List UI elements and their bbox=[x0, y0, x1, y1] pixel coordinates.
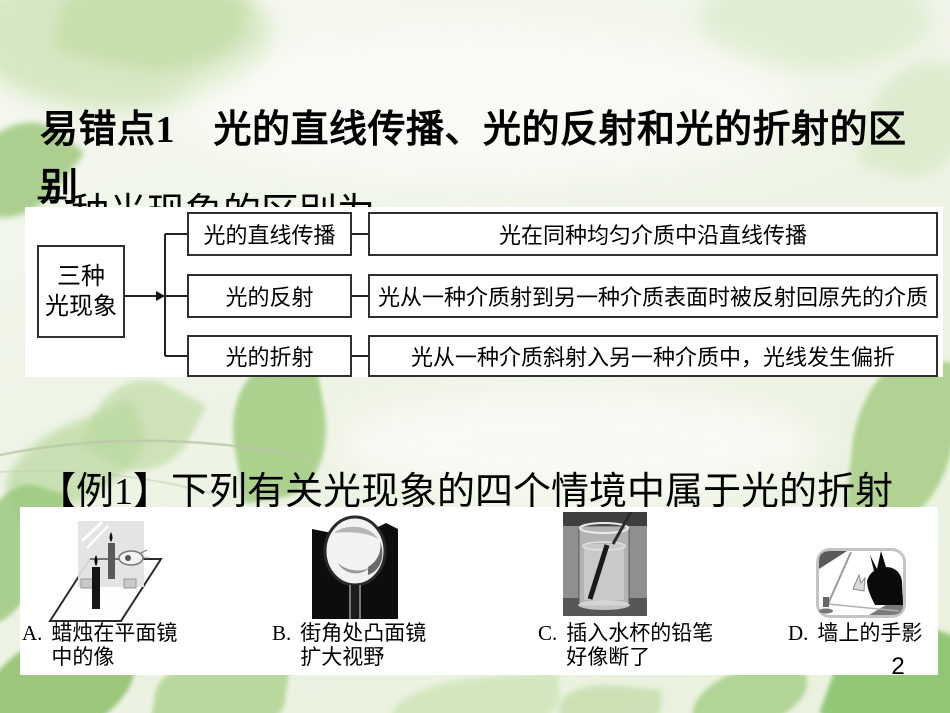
option-a-caption-line1: 蜡烛在平面镜 bbox=[51, 621, 178, 645]
flowchart-source-label: 三种 光现象 bbox=[45, 262, 117, 322]
flowchart-panel: 三种 光现象 光的直线传播 光的反射 光的折射 光在同种均匀介质中沿直线传播 光… bbox=[25, 207, 943, 377]
option-c-letter: C. bbox=[538, 621, 558, 645]
leaf-decoration bbox=[340, 390, 820, 500]
flowchart-source-line2: 光现象 bbox=[45, 293, 117, 320]
options-panel: A. 蜡烛在平面镜 中的像 B. 街角处凸面镜 扩大视野 C. 插入水杯的铅笔 … bbox=[20, 507, 938, 680]
option-a-caption-line2: 中的像 bbox=[51, 645, 115, 669]
option-b-caption-lines: 街角处凸面镜 扩大视野 bbox=[300, 621, 426, 669]
option-a-image bbox=[48, 520, 163, 622]
option-b-letter: B. bbox=[272, 621, 292, 645]
leaf-decoration bbox=[180, 30, 800, 180]
option-b-image bbox=[312, 515, 398, 619]
option-a-caption-lines: 蜡烛在平面镜 中的像 bbox=[51, 621, 177, 669]
option-c-caption-line2: 好像断了 bbox=[566, 645, 651, 669]
option-c-caption: C. 插入水杯的铅笔 好像断了 bbox=[538, 621, 713, 669]
option-a-letter: A. bbox=[22, 621, 43, 645]
option-b-caption-line2: 扩大视野 bbox=[300, 645, 385, 669]
flowchart-desc-3-box: 光从一种介质斜射入另一种介质中，光线发生偏折 bbox=[368, 335, 938, 377]
option-b-caption: B. 街角处凸面镜 扩大视野 bbox=[272, 621, 426, 669]
flowchart-branch-3-box: 光的折射 bbox=[187, 335, 352, 377]
flowchart-desc-2-box: 光从一种介质射到另一种介质表面时被反射回原先的介质 bbox=[368, 274, 938, 318]
option-d-image bbox=[816, 548, 906, 618]
option-c-caption-line1: 插入水杯的铅笔 bbox=[566, 621, 714, 645]
arrowhead-icon bbox=[156, 291, 165, 301]
flowchart-source-box: 三种 光现象 bbox=[37, 245, 125, 338]
option-c-caption-lines: 插入水杯的铅笔 好像断了 bbox=[566, 621, 713, 669]
flowchart-connectors bbox=[125, 233, 368, 357]
option-d-caption-line1: 墙上的手影 bbox=[817, 621, 923, 645]
page-number: 2 bbox=[891, 653, 905, 680]
example-text: 【例1】下列有关光现象的四个情境中属于光的折射 bbox=[38, 471, 894, 513]
option-d-letter: D. bbox=[788, 621, 809, 645]
flowchart-desc-1-box: 光在同种均匀介质中沿直线传播 bbox=[368, 212, 938, 256]
option-a-caption: A. 蜡烛在平面镜 中的像 bbox=[22, 621, 177, 669]
flowchart-source-line1: 三种 bbox=[57, 263, 105, 290]
flowchart-branch-2-box: 光的反射 bbox=[187, 274, 352, 318]
option-d-caption: D. 墙上的手影 bbox=[788, 621, 922, 645]
option-c-image bbox=[563, 512, 647, 616]
option-d-caption-lines: 墙上的手影 bbox=[817, 621, 922, 645]
slide-title: 易错点1 光的直线传播、光的反射和光的折射的区别 bbox=[40, 109, 907, 210]
flowchart-branch-1-box: 光的直线传播 bbox=[187, 212, 352, 256]
option-b-caption-line1: 街角处凸面镜 bbox=[300, 621, 427, 645]
